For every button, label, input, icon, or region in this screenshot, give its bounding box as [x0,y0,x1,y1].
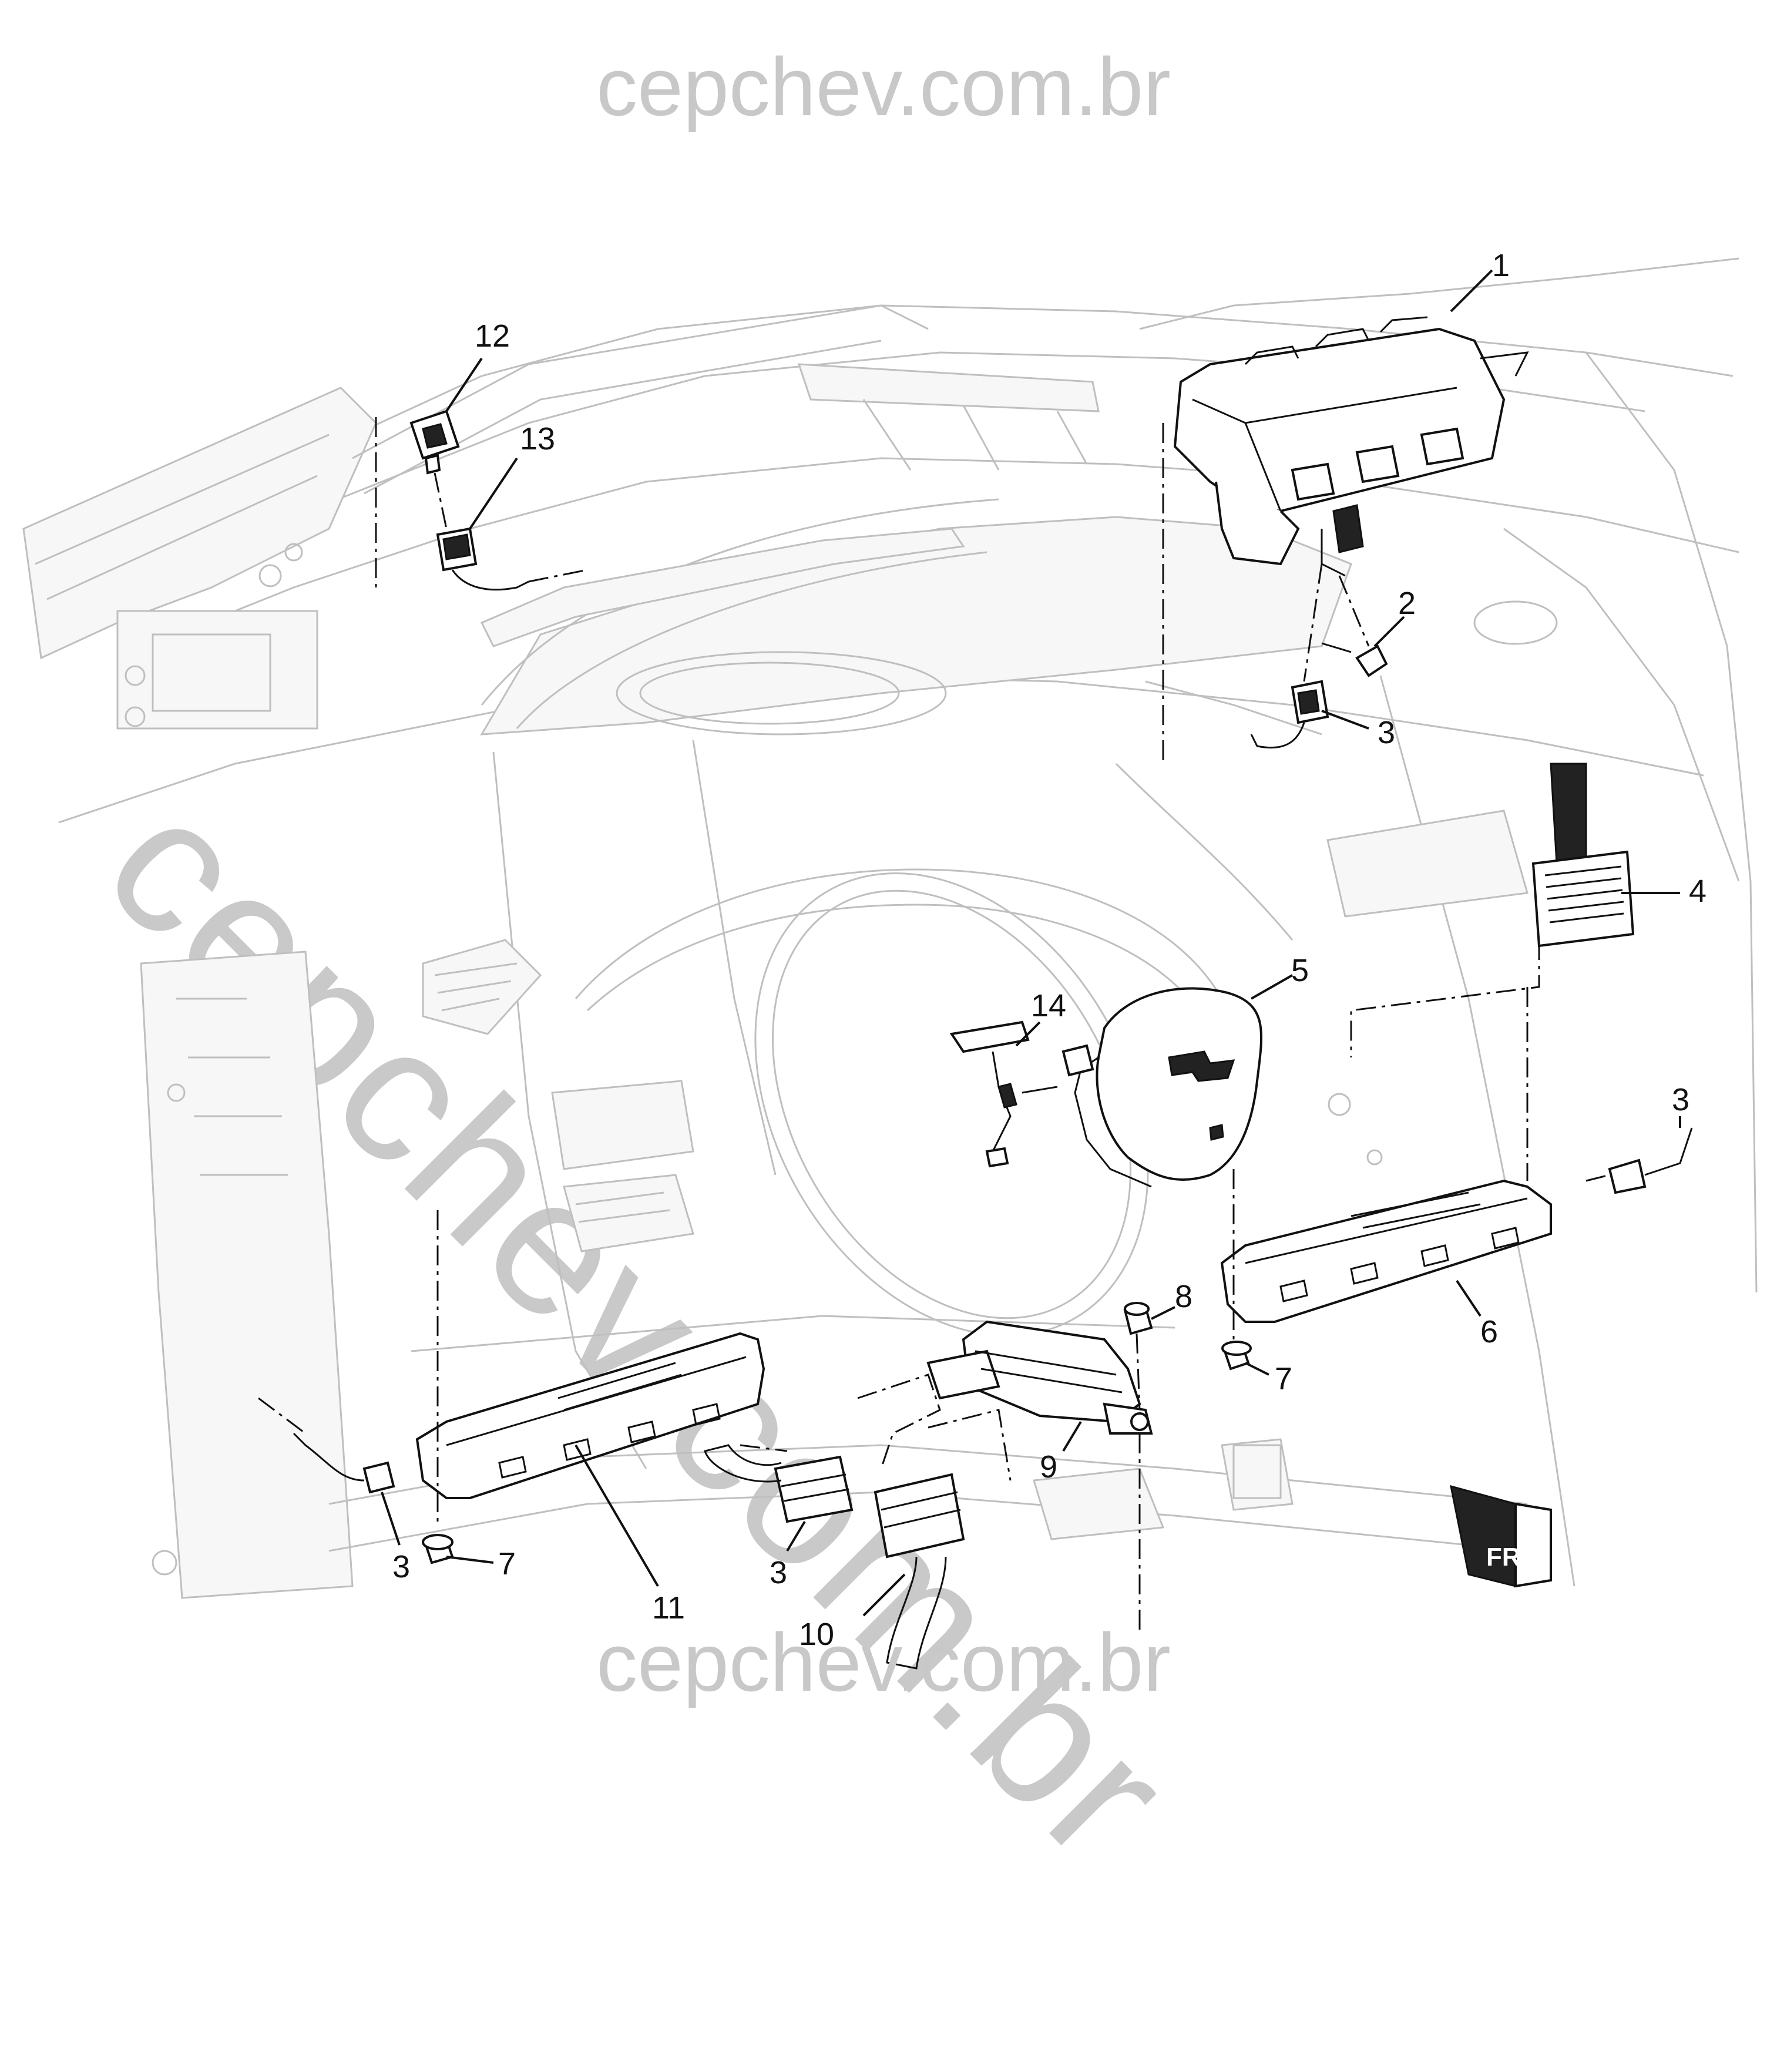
frt-label: FRT [1486,1543,1537,1571]
callout-3-right: 3 [1672,1082,1689,1117]
callout-2: 2 [1398,586,1416,621]
exploded-parts-diagram: cepchev.com.br cepchev.com.br [22,41,1758,1901]
callout-14: 14 [1031,988,1066,1023]
callout-4: 4 [1689,874,1706,909]
part-7-bolt-right [1221,1341,1252,1371]
watermark-top: cepchev.com.br [596,41,1171,133]
part-12-sensor [409,409,460,475]
part-5-driver-airbag [1061,987,1263,1188]
callout-3-left: 3 [392,1549,410,1584]
callout-3-center: 3 [770,1555,787,1590]
frt-arrow-icon: FRT [1450,1485,1552,1588]
part-3-connector-center [704,1444,854,1523]
part-13-connector [436,527,529,591]
part-9-module [926,1320,1153,1435]
part-14-harness [949,1020,1058,1168]
part-4-warning-label [1531,763,1635,948]
part-1-passenger-airbag [1173,316,1529,577]
callout-10: 10 [799,1617,834,1652]
part-11-knee-airbag-left [415,1332,765,1499]
callout-3-upper: 3 [1378,715,1395,750]
callout-12: 12 [475,318,510,354]
part-8-nut [1123,1302,1153,1335]
callout-11: 11 [652,1590,685,1626]
leader-lines [381,269,1681,1617]
callout-5: 5 [1291,953,1309,988]
watermark-bottom: cepchev.com.br [596,1616,1171,1708]
callout-7-right: 7 [1275,1361,1292,1396]
callout-13: 13 [520,421,555,456]
part-7-bolt-left [422,1534,454,1564]
dashboard-ghost [22,257,1758,1599]
diagram-drawing: FRT 1 2 3 3 3 3 4 5 6 7 7 8 9 10 11 12 1… [22,248,1758,1670]
part-10-connector [874,1473,965,1670]
callouts: 1 2 3 3 3 3 4 5 6 7 7 8 9 10 11 12 13 14 [392,248,1706,1652]
part-3-connector-right [1608,1127,1693,1194]
part-3-connector-upper [1250,680,1329,749]
part-6-knee-airbag-right [1220,1179,1552,1323]
alignment-lines [258,417,1610,1633]
part-2-bolt [1321,642,1388,677]
callout-9: 9 [1040,1449,1057,1485]
callout-6: 6 [1480,1314,1498,1349]
callout-1: 1 [1492,248,1510,283]
callout-8: 8 [1175,1279,1192,1314]
part-3-connector-left [293,1432,395,1494]
callout-7-left: 7 [498,1546,516,1581]
